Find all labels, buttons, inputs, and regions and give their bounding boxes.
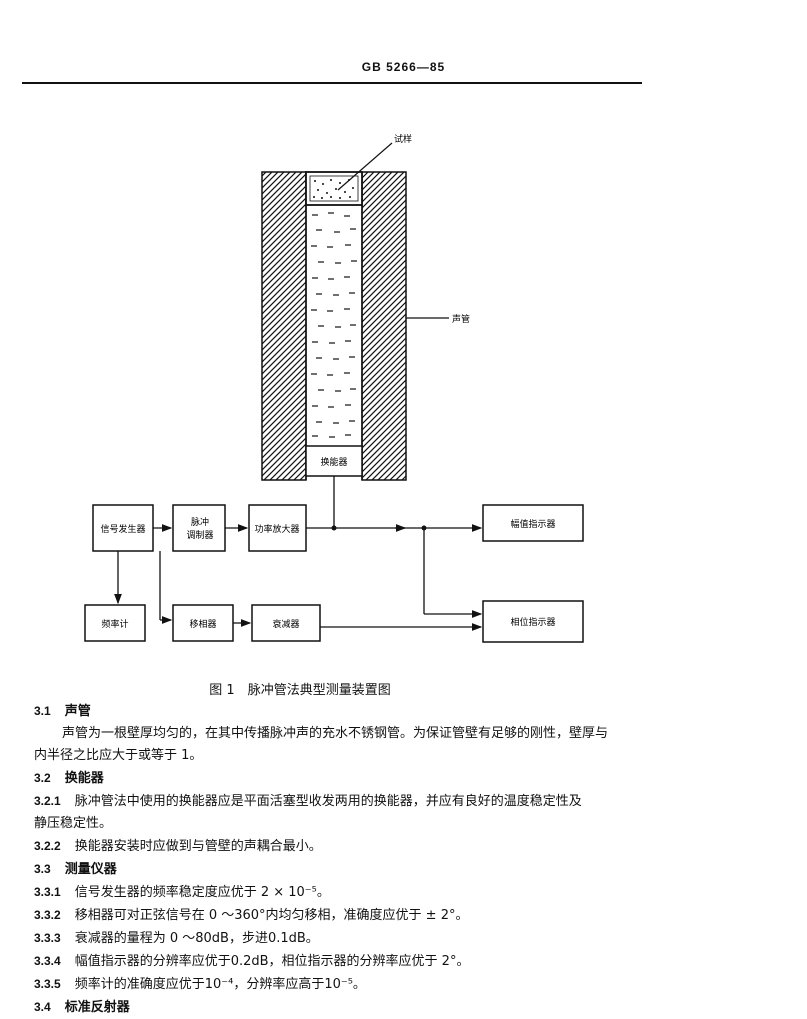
- attenuator-box: [251, 604, 321, 642]
- section-3-1-para-line1: 声管为一根壁厚均匀的，在其中传播脉冲声的充水不锈钢管。为保证管壁有足够的刚性，壁…: [62, 726, 609, 741]
- section-3-2-1-cont: 静压稳定性。: [34, 816, 113, 831]
- amplitude-indicator-box: [482, 504, 584, 542]
- power-amplifier-box: [248, 504, 307, 552]
- signal-connections: [114, 476, 483, 631]
- attenuator-label: 衰减器: [272, 618, 299, 630]
- pulse-modulator-box: [172, 504, 226, 552]
- junction-node-2: [421, 525, 427, 531]
- phase-shifter-label: 移相器: [189, 618, 216, 630]
- frequency-meter-box: [84, 604, 146, 642]
- sound-tube: [261, 171, 407, 481]
- amplitude-indicator-label: 幅值指示器: [510, 518, 555, 530]
- phase-indicator-label: 相位指示器: [510, 616, 555, 628]
- sample-leader-line: [337, 142, 393, 191]
- water-column: [311, 212, 357, 438]
- transducer-label: 换能器: [320, 456, 347, 468]
- standard-number-header: GB 5266—85: [361, 60, 446, 74]
- sample-label: 试样: [394, 133, 412, 145]
- header-rule: [22, 82, 642, 84]
- measurement-setup-diagram: 试样 声管 换能器 信号发生器 脉冲 调制器 功率放大器 幅值指示器 频率计 移…: [84, 133, 584, 643]
- tube-label: 声管: [452, 313, 470, 325]
- signal-generator-label: 信号发生器: [100, 523, 145, 535]
- junction-node-1: [331, 525, 337, 531]
- phase-indicator-box: [482, 600, 584, 643]
- signal-generator-box: [92, 504, 154, 552]
- frequency-meter-label: 频率计: [101, 618, 128, 630]
- pulse-modulator-label-1: 脉冲: [191, 516, 209, 528]
- figure-caption: 图 1 脉冲管法典型测量装置图: [209, 683, 391, 698]
- pulse-modulator-label-2: 调制器: [186, 529, 213, 541]
- section-3-1-para-line2: 内半径之比应大于或等于 1。: [34, 748, 203, 763]
- phase-shifter-box: [172, 604, 234, 642]
- power-amplifier-label: 功率放大器: [254, 523, 299, 535]
